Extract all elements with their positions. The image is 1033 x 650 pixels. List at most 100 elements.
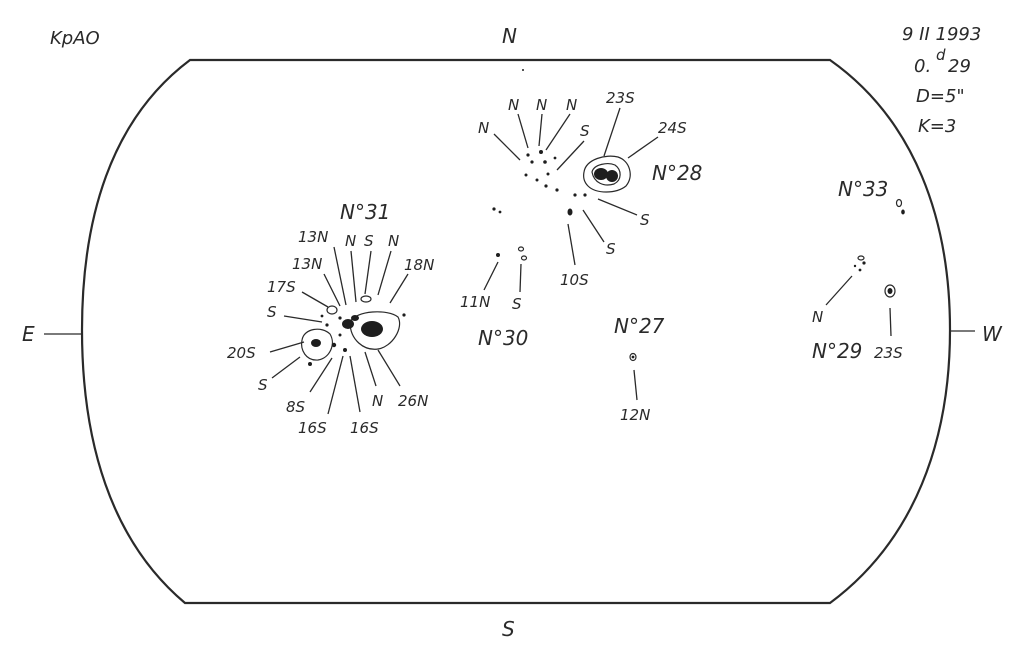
umbra xyxy=(594,168,608,180)
group-27: N°27 12N xyxy=(614,314,665,424)
spot-label: 23S xyxy=(874,344,903,362)
group-number: N°31 xyxy=(340,200,390,224)
leader-line xyxy=(377,349,401,387)
leader-line xyxy=(627,136,659,159)
spot-label: N xyxy=(345,232,356,250)
group-number: N°27 xyxy=(614,314,665,338)
spot-label: 26N xyxy=(398,392,428,410)
group-33: N°33 xyxy=(838,177,905,215)
pore xyxy=(320,314,324,318)
leader-line xyxy=(333,246,347,306)
penumbra-contour xyxy=(301,328,333,361)
group-number: N°33 xyxy=(838,177,888,201)
spot-label: N xyxy=(478,119,489,137)
pore xyxy=(555,188,559,192)
pore xyxy=(325,323,329,327)
pore xyxy=(343,348,347,352)
leader-line xyxy=(519,263,522,293)
group-30: N°30 11N S xyxy=(460,207,528,350)
pore xyxy=(520,255,528,261)
spot-label: S xyxy=(267,303,277,321)
compass-west: W xyxy=(982,322,1003,346)
pore xyxy=(338,333,342,337)
leader-line xyxy=(567,223,576,266)
group-28: N°28 N N N N S 23S 24S S S xyxy=(478,89,702,289)
spot-label: 13N xyxy=(298,228,328,246)
penumbra-contour xyxy=(884,284,896,298)
spot-label: 11N xyxy=(460,293,490,311)
leader-line xyxy=(545,113,571,151)
pore xyxy=(402,313,406,317)
leader-line xyxy=(597,198,638,216)
leader-line xyxy=(493,133,521,161)
group-29: N°29 N 23S xyxy=(812,255,903,363)
time-superscript: d xyxy=(936,46,946,64)
group-31: N°31 13N N S xyxy=(227,200,434,437)
spot-label: S xyxy=(640,211,650,229)
spot-label: 16S xyxy=(298,419,327,437)
leader-line xyxy=(633,369,638,401)
time-main: 0. xyxy=(914,56,931,77)
pore xyxy=(631,355,635,359)
pore xyxy=(629,352,637,362)
spot-label: 12N xyxy=(620,406,650,424)
spot-label: N xyxy=(536,96,547,114)
leader-line xyxy=(825,275,853,306)
leader-line xyxy=(269,341,305,353)
umbra xyxy=(311,339,321,347)
penumbra-contour xyxy=(349,311,401,350)
observation-time: 0. d 29 xyxy=(914,46,971,77)
pore xyxy=(492,207,496,211)
spot-label: 16S xyxy=(350,419,379,437)
observation-date: 9 II 1993 xyxy=(902,24,981,45)
pore xyxy=(862,261,866,265)
spot-label: 23S xyxy=(606,89,635,107)
solar-disk-outline xyxy=(80,58,952,605)
spot-label: 17S xyxy=(267,278,296,296)
spot-label: S xyxy=(580,122,590,140)
pore xyxy=(583,193,587,197)
compass-east: E xyxy=(22,322,35,346)
pore xyxy=(901,209,905,215)
k-index: K=3 xyxy=(918,116,956,137)
pore xyxy=(544,184,548,188)
umbra xyxy=(606,170,618,182)
leader-line xyxy=(389,273,409,304)
compass-south: S xyxy=(502,617,515,641)
leader-line xyxy=(349,355,361,413)
stray-mark xyxy=(522,69,524,71)
leader-line xyxy=(538,113,543,147)
pore xyxy=(524,173,528,177)
pore xyxy=(553,156,557,160)
pore xyxy=(539,150,543,154)
pore xyxy=(853,264,857,268)
group-number: N°30 xyxy=(478,326,528,350)
pore xyxy=(360,295,372,303)
spot-label: S xyxy=(364,232,374,250)
penumbra-contour xyxy=(583,155,631,193)
umbra xyxy=(342,319,354,329)
pore xyxy=(517,246,525,252)
pore xyxy=(895,198,903,208)
leader-line xyxy=(889,307,892,337)
pore xyxy=(858,268,862,272)
spot-label: N xyxy=(566,96,577,114)
leader-line xyxy=(582,209,605,243)
leader-line xyxy=(327,355,344,415)
spot-label: 20S xyxy=(227,344,256,362)
umbra xyxy=(361,321,383,337)
spot-label: 10S xyxy=(560,271,589,289)
pore xyxy=(326,305,338,315)
spot-label: S xyxy=(258,376,268,394)
leader-line xyxy=(377,250,392,296)
spot-label: N xyxy=(508,96,519,114)
spot-label: N xyxy=(812,308,823,326)
umbra xyxy=(887,288,893,294)
spot-label: 18N xyxy=(404,256,434,274)
pore xyxy=(498,210,502,214)
leader-line xyxy=(364,250,372,295)
pore xyxy=(857,255,865,261)
pore xyxy=(567,208,573,216)
image-diameter: D=5" xyxy=(916,86,965,107)
